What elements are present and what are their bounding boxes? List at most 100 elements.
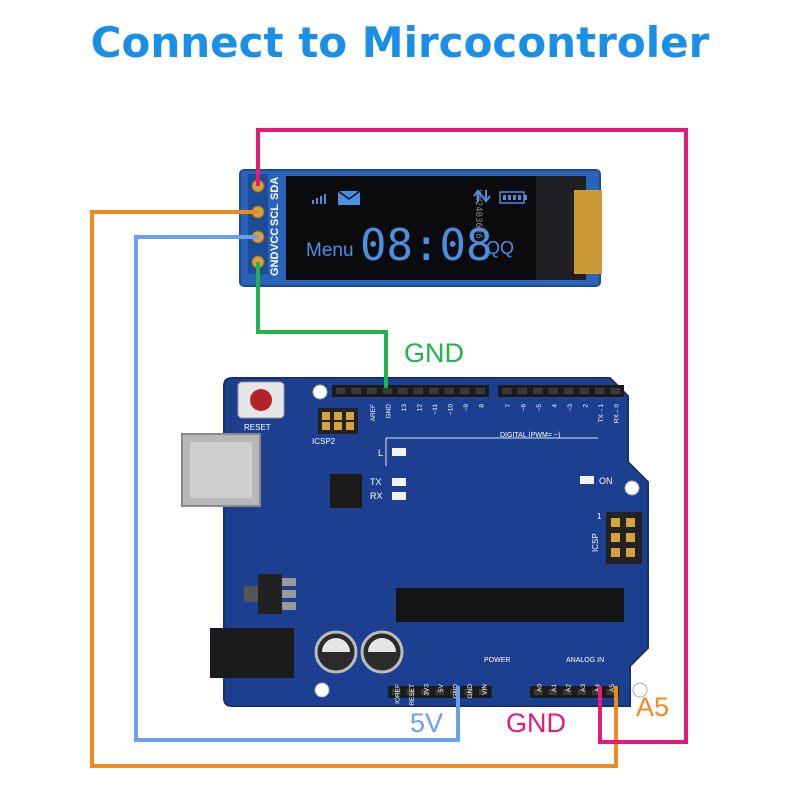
header-pin [429,388,439,394]
pin-label: GND [385,404,392,419]
rx-label: RX [370,491,383,501]
digital-header-right [498,385,624,397]
power-label: POWER [484,657,510,664]
header-pin [413,388,423,394]
header-pin [548,689,557,695]
header-pin [421,689,430,695]
analog-label: ANALOG IN [566,657,604,664]
oled-transfer-icon [473,189,491,203]
pin-label: 12 [416,404,423,412]
gnd-top-label: GND [404,338,464,368]
pin-label: VIN [481,684,488,695]
oled-clock-text: 08:08 [360,220,492,271]
led-on [580,476,594,484]
icsp-label: ICSP [591,533,600,552]
pin-label: GND [452,684,459,699]
digital-header-left [332,385,489,397]
oled-signal-icon [312,194,326,204]
header-pin [606,689,615,695]
header-pin [534,689,543,695]
oled-battery-icon [499,191,527,204]
header-pin [336,388,346,394]
icsp2-header [318,408,358,434]
reset-label: RESET [244,423,271,432]
usb-chip [330,474,362,508]
header-pin [563,689,572,695]
header-pin [392,689,401,695]
led-tx [392,478,406,486]
pin-label: A0 [536,684,543,692]
voltage-regulator [258,574,282,614]
pin-label: RX←0 [613,404,620,424]
oled-pin-label: GND [269,252,281,277]
pin-label: TX→1 [598,404,605,423]
pin-label: ~11 [432,404,439,415]
header-pin [533,388,543,394]
oled-flex-cable [574,190,602,274]
pin-label: RESET [409,684,416,706]
on-label: ON [599,476,613,486]
oled-side-code: WW2403636 [473,190,483,239]
tx-label: TX [370,477,382,487]
header-pin [579,388,589,394]
five-v-label: 5V [410,708,444,738]
pin-label: GND [467,684,474,699]
header-pin [382,388,392,394]
oled-pin-label: SCL [269,204,281,226]
pin-label: A4 [594,684,601,692]
pin-label: 7 [505,404,512,408]
header-pin [464,689,473,695]
gnd-bottom-label: GND [506,708,566,738]
oled-pin-label: SDA [269,177,281,200]
analog-header [530,686,619,698]
header-pin [450,689,459,695]
header-pin [351,388,361,394]
wire-scl [134,235,460,742]
pin-label: A2 [565,684,572,692]
header-pin [592,689,601,695]
pin-label: ~5 [536,404,543,412]
pin-label: IOREF [394,684,401,704]
pin-label: ~9 [463,404,470,412]
microcontroller-chip [396,588,624,622]
pin-label: A3 [580,684,587,692]
header-pin [435,689,444,695]
pin-label: ~6 [520,404,527,412]
header-pin [610,388,620,394]
pin-label: AREF [370,404,377,421]
header-pin [398,388,408,394]
pin-label: A5 [609,684,616,692]
header-pin [502,388,512,394]
l-label: L [378,448,383,458]
header-pin [479,689,488,695]
header-pin [517,388,527,394]
pin-label: ~3 [567,404,574,412]
pin-label: 8 [478,404,485,408]
wire-sda [256,128,688,744]
oled-screen [286,176,536,280]
wire-vcc [90,210,618,768]
power-jack [210,628,294,678]
page-title: Connect to Mircocontroler [90,18,710,67]
header-pin [444,388,454,394]
wire-gnd-top [256,262,388,388]
led-rx [392,492,406,500]
oled-qq-text: QQ [486,238,514,258]
oled-menu-text: Menu [306,240,354,261]
pin-label: 2 [582,404,589,408]
icsp-header [606,512,642,564]
pin-label: ~10 [447,404,454,415]
power-header [388,686,492,698]
oled-mail-icon [337,190,361,205]
icsp-pin1-label: 1 [597,512,602,521]
pin-label: 5V [438,683,445,692]
oled-pin-label: VCC [269,228,281,251]
digital-label: DIGITAL (PWM= ~) [500,432,560,439]
header-pin [406,689,415,695]
header-pin [475,388,485,394]
